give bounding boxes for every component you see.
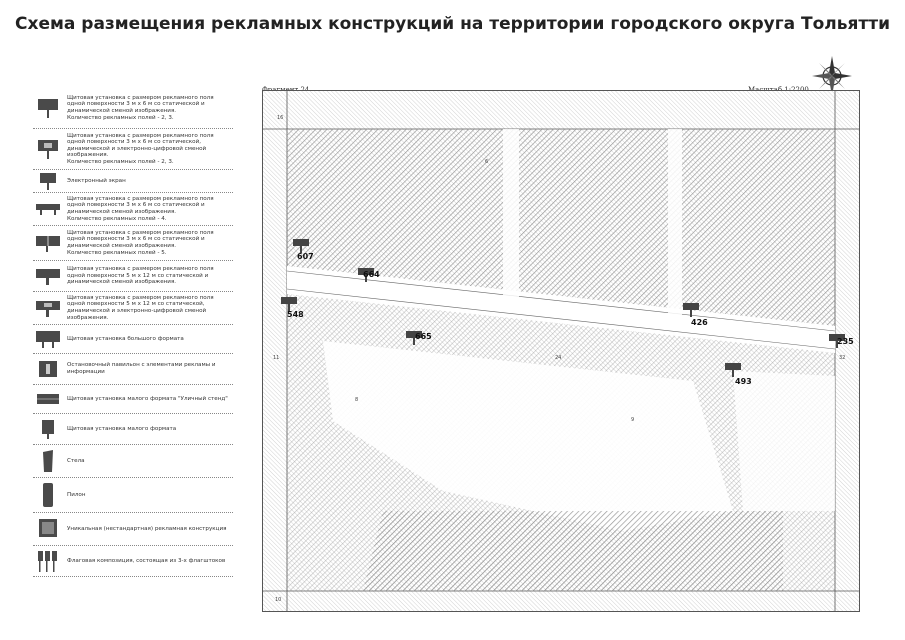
billboard-5x12-digital-icon (33, 298, 63, 318)
legend-item-label: Щитовая установка с размером рекламного … (67, 229, 214, 256)
billboard-4-fields-icon (33, 200, 63, 218)
map-canvas: 16 11 10 32 24 6 8 9 607 664 548 665 426 235 4… (263, 91, 859, 611)
marker-number: 548 (287, 310, 304, 319)
compass-rose-icon (812, 56, 852, 96)
legend-item: Флаговая композиция, состоящая из 3-х фл… (33, 546, 233, 577)
ad-construction-marker[interactable]: 664 (358, 268, 380, 282)
legend-item-label: Флаговая композиция, состоящая из 3-х фл… (67, 557, 226, 564)
grid-number-bottom-left: 10 (275, 597, 281, 603)
grid-number-top-left: 16 (277, 115, 283, 121)
map-frame[interactable]: 16 11 10 32 24 6 8 9 607 664 548 665 426 235 4… (262, 90, 860, 612)
ad-construction-marker[interactable]: 235 (829, 334, 854, 348)
unique-construction-icon (33, 517, 63, 541)
grid-number-misc-b: 9 (631, 417, 634, 423)
stele-icon (33, 449, 63, 473)
marker-number: 235 (837, 337, 854, 346)
grid-number-right: 32 (839, 355, 845, 361)
legend-item-label: Щитовая установка малого формата (67, 425, 177, 432)
legend-item-label: Щитовая установка с размером рекламного … (67, 94, 214, 121)
legend-item-label: Щитовая установка большого формата (67, 335, 184, 342)
ad-construction-marker[interactable]: 665 (406, 331, 432, 345)
park-area (323, 341, 733, 531)
grid-number-misc-a: 8 (355, 397, 358, 403)
small-format-icon (33, 418, 63, 440)
billboard-icon (406, 331, 422, 338)
legend-item: Щитовая установка с размером рекламного … (33, 88, 233, 129)
ad-construction-marker[interactable]: 607 (293, 239, 314, 261)
large-format-icon (33, 329, 63, 349)
legend-item: Пилон (33, 478, 233, 513)
legend-item-label: Щитовая установка с размером рекламного … (67, 195, 214, 222)
marker-number: 664 (363, 270, 380, 279)
grid-number-center: 24 (555, 355, 561, 361)
legend-item: Электронный экран (33, 170, 233, 193)
legend-item-label: Уникальная (нестандартная) рекламная кон… (67, 525, 227, 532)
pylon-icon (33, 482, 63, 508)
legend-item-label: Стела (67, 457, 85, 464)
main-road (287, 266, 835, 353)
page-title: Схема размещения рекламных конструкций н… (15, 14, 890, 34)
legend-item: Щитовая установка с размером рекламного … (33, 193, 233, 226)
legend-item-label: Щитовая установка с размером рекламного … (67, 294, 214, 321)
legend-item: Щитовая установка большого формата (33, 325, 233, 354)
billboard-icon (725, 363, 741, 370)
legend-item-label: Электронный экран (67, 177, 126, 184)
legend-item: Остановочный павильон с элементами рекла… (33, 354, 233, 385)
ad-construction-marker[interactable]: 426 (683, 303, 708, 327)
marker-number: 607 (297, 252, 314, 261)
legend-item: Щитовая установка с размером рекламного … (33, 261, 233, 292)
ad-construction-marker[interactable]: 548 (281, 297, 304, 319)
billboard-icon (683, 303, 699, 310)
legend-item-label: Остановочный павильон с элементами рекла… (67, 362, 216, 375)
legend-item: Щитовая установка с размером рекламного … (33, 129, 233, 170)
marker-number: 426 (691, 318, 708, 327)
ad-construction-marker[interactable]: 493 (725, 363, 752, 386)
billboard-5-fields-icon (33, 233, 63, 253)
billboard-icon (829, 334, 845, 341)
legend-item: Щитовая установка малого формата (33, 414, 233, 445)
legend-item-label: Щитовая установка малого формата "Уличны… (67, 395, 228, 402)
bottom-block (363, 511, 783, 591)
bus-stop-icon (33, 359, 63, 379)
flag-composition-icon (33, 549, 63, 573)
legend-item: Стела (33, 445, 233, 478)
legend-item: Уникальная (нестандартная) рекламная кон… (33, 513, 233, 546)
street-stand-icon (33, 391, 63, 407)
billboard-5x12-icon (33, 266, 63, 286)
legend-item: Щитовая установка с размером рекламного … (33, 292, 233, 325)
legend-item-label: Пилон (67, 491, 86, 498)
billboard-icon (293, 239, 309, 246)
marker-number: 665 (415, 332, 432, 341)
grid-number-upper: 6 (485, 159, 488, 165)
billboard-icon (281, 297, 297, 304)
billboard-3x6-icon (33, 97, 63, 119)
legend-item: Щитовая установка с размером рекламного … (33, 226, 233, 261)
electronic-screen-icon (33, 171, 63, 191)
legend-item-label: Щитовая установка с размером рекламного … (67, 266, 214, 286)
grid-number-mid-left: 11 (273, 355, 279, 361)
legend: Щитовая установка с размером рекламного … (33, 88, 233, 577)
billboard-3x6-digital-icon (33, 138, 63, 160)
legend-item: Щитовая установка малого формата "Уличны… (33, 385, 233, 414)
upper-zone (287, 129, 835, 326)
billboard-icon (358, 268, 374, 275)
marker-number: 493 (735, 377, 752, 386)
legend-item-label: Щитовая установка с размером рекламного … (67, 132, 214, 165)
markers-layer: 607 664 548 665 426 235 493 (281, 239, 854, 386)
